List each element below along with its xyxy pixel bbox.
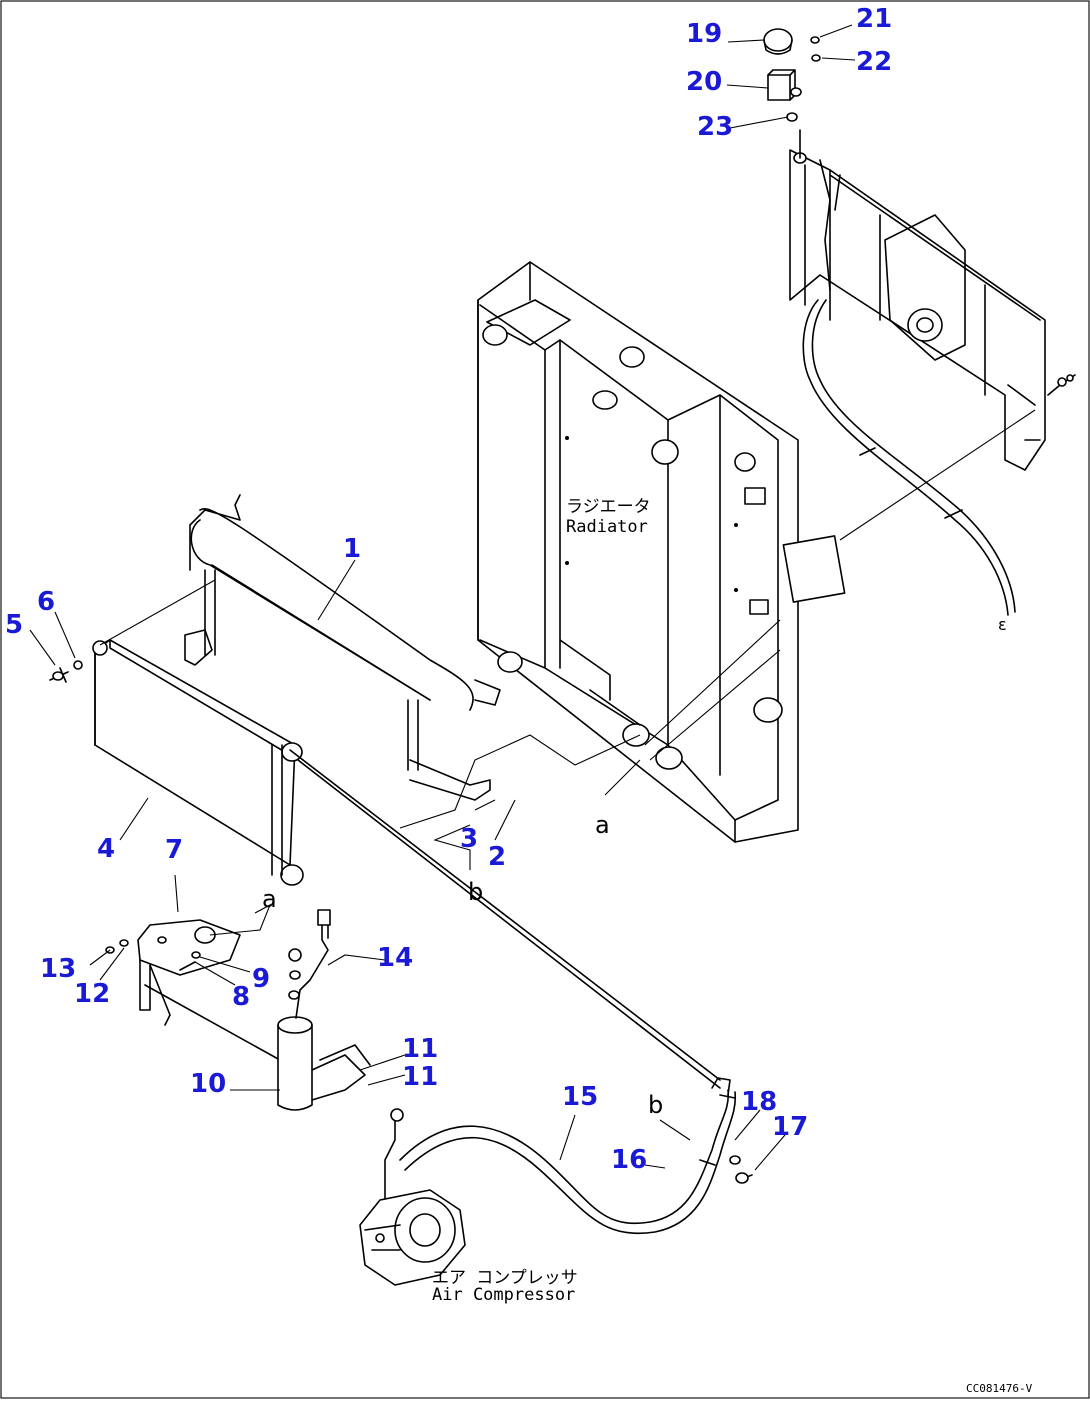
callout-3: 3 bbox=[460, 824, 478, 854]
callout-5: 5 bbox=[5, 610, 23, 640]
callout-8: 8 bbox=[232, 982, 250, 1012]
top-small-parts bbox=[763, 28, 821, 122]
callout-17: 17 bbox=[772, 1112, 808, 1142]
callout-4: 4 bbox=[97, 834, 115, 864]
drawing-code: CC081476-V bbox=[966, 1382, 1033, 1395]
hose-lines bbox=[799, 129, 1016, 616]
callout-13: 13 bbox=[40, 954, 76, 984]
radiator-drawing bbox=[477, 261, 846, 843]
reference-letters: a a b b ε bbox=[262, 615, 1007, 1119]
callout-7: 7 bbox=[165, 835, 183, 865]
callout-10: 10 bbox=[190, 1069, 226, 1099]
callout-21: 21 bbox=[856, 4, 892, 34]
extra-mark: ε bbox=[998, 615, 1007, 634]
compressor-label-jp: エア コンプレッサ bbox=[432, 1268, 578, 1288]
callout-11-upper: 11 bbox=[402, 1034, 438, 1064]
callout-2: 2 bbox=[488, 842, 506, 872]
callout-14: 14 bbox=[377, 943, 413, 973]
callout-20: 20 bbox=[686, 67, 722, 97]
condenser-drawing bbox=[49, 494, 721, 1089]
callout-6: 6 bbox=[37, 587, 55, 617]
callout-1: 1 bbox=[343, 534, 361, 564]
callout-19: 19 bbox=[686, 19, 722, 49]
compressor-label-en: Air Compressor bbox=[432, 1285, 575, 1305]
compressor-drawing bbox=[359, 1077, 753, 1286]
callout-18: 18 bbox=[741, 1087, 777, 1117]
callout-11-lower: 11 bbox=[402, 1062, 438, 1092]
callout-23: 23 bbox=[697, 112, 733, 142]
ref-a-radiator: a bbox=[595, 811, 610, 839]
radiator-label-jp: ラジエータ bbox=[566, 497, 651, 517]
ref-a-bracket: a bbox=[262, 885, 277, 913]
callout-9: 9 bbox=[252, 964, 270, 994]
callout-22: 22 bbox=[856, 47, 892, 77]
callout-15: 15 bbox=[562, 1082, 598, 1112]
radiator-label-en: Radiator bbox=[566, 517, 648, 537]
shroud-frame-drawing bbox=[789, 149, 1076, 471]
receiver-bracket-drawing bbox=[105, 909, 371, 1111]
ref-b-hose: b bbox=[648, 1091, 663, 1119]
callout-16: 16 bbox=[611, 1145, 647, 1175]
component-labels: ラジエータ Radiator エア コンプレッサ Air Compressor bbox=[432, 497, 651, 1305]
callout-12: 12 bbox=[74, 979, 110, 1009]
leader-lines bbox=[29, 24, 1036, 1171]
callout-numbers: 1 2 3 4 5 6 7 8 9 10 11 11 12 13 14 15 1… bbox=[5, 4, 892, 1175]
ref-b-pipe: b bbox=[468, 878, 483, 906]
